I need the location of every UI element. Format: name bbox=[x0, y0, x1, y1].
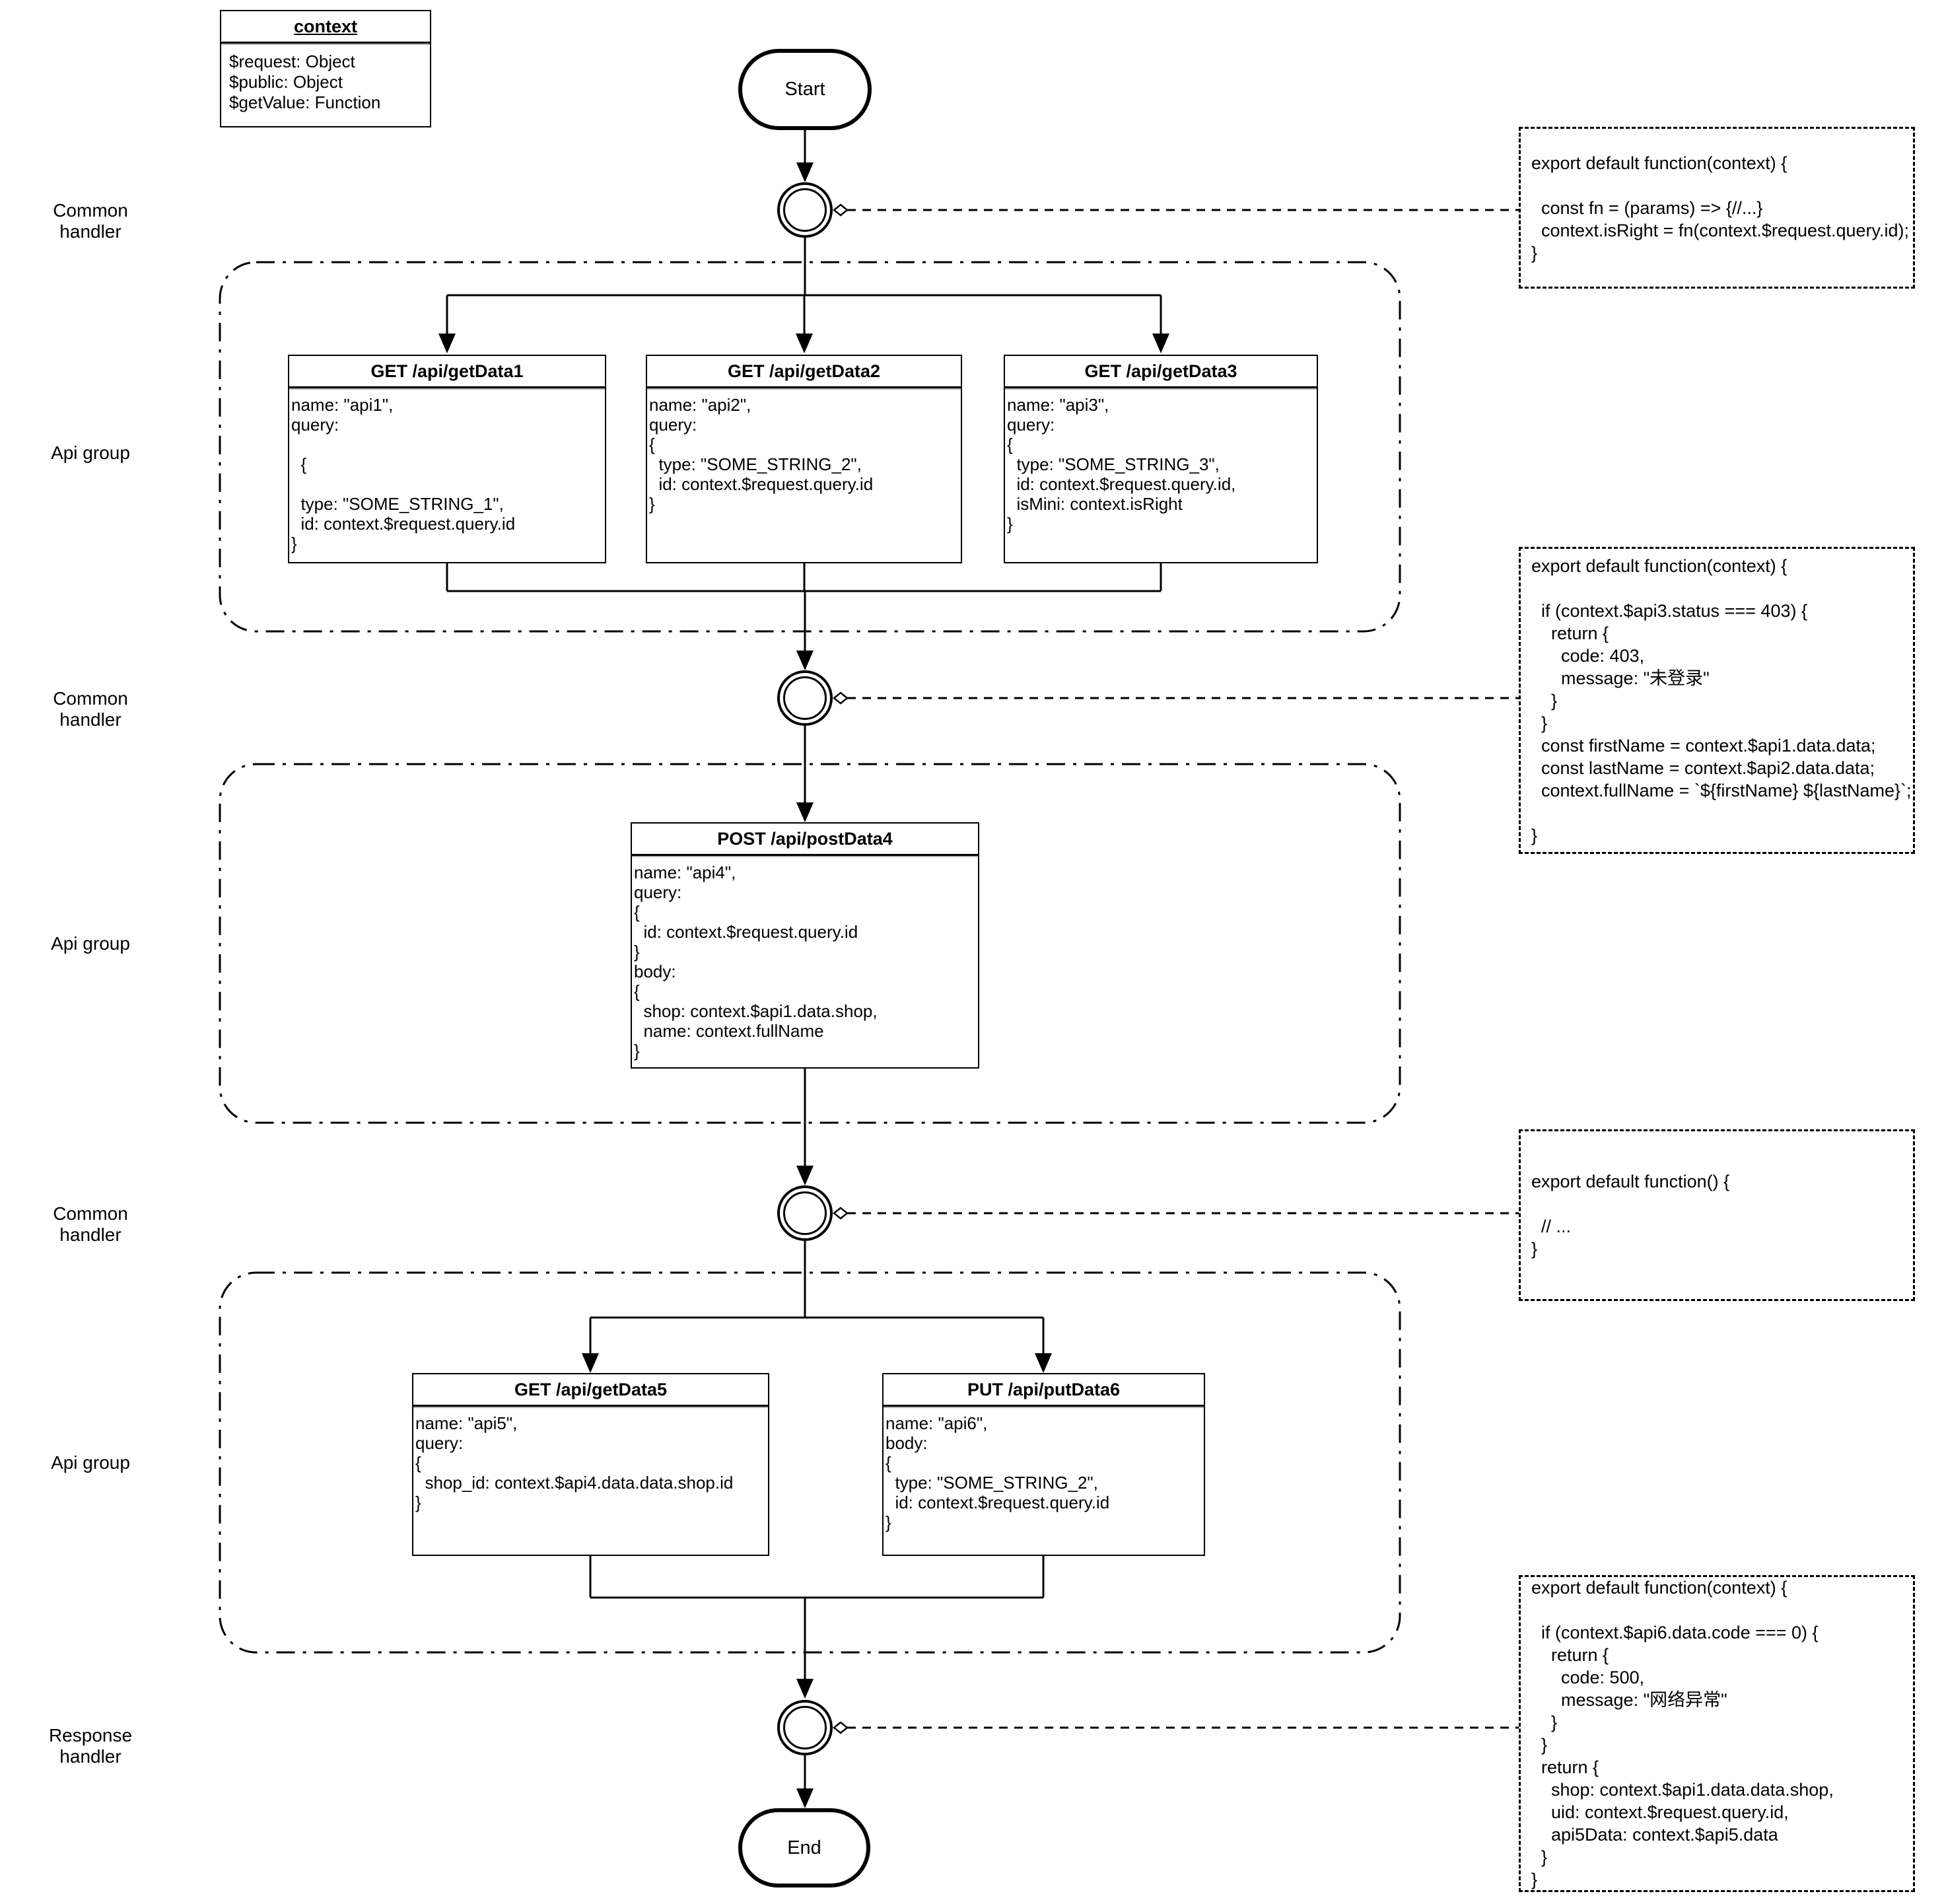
api-group-outline-3 bbox=[219, 1271, 1401, 1654]
handler-code-connectors bbox=[847, 209, 1519, 1729]
api-box-body: name: "api2", query: { type: "SOME_STRIN… bbox=[649, 395, 874, 514]
lane-label-api-group-1: Api group bbox=[51, 442, 130, 463]
api-group-outline-1 bbox=[219, 261, 1401, 633]
context-class-title: context bbox=[221, 11, 430, 44]
api-box-getData5: GET /api/getData5 name: "api5", query: {… bbox=[412, 1373, 769, 1556]
api-box-putData6: PUT /api/putData6 name: "api6", body: { … bbox=[882, 1373, 1205, 1556]
api-box-postData4: POST /api/postData4 name: "api4", query:… bbox=[631, 822, 979, 1069]
context-field: $getValue: Function bbox=[229, 92, 381, 112]
code-box-common-handler-2: export default function(context) { if (c… bbox=[1519, 547, 1915, 854]
context-class-fields: $request: Object $public: Object $getVal… bbox=[221, 44, 430, 113]
api-box-body: name: "api1", query: { type: "SOME_STRIN… bbox=[291, 395, 516, 553]
api-box-getData1: GET /api/getData1 name: "api1", query: {… bbox=[288, 355, 606, 563]
api-group-outline-2 bbox=[219, 763, 1401, 1124]
connector-diamonds bbox=[832, 203, 849, 1734]
lane-label-api-group-3: Api group bbox=[51, 1452, 130, 1473]
context-field: $public: Object bbox=[229, 72, 343, 92]
code-box-response-handler: export default function(context) { if (c… bbox=[1519, 1575, 1915, 1892]
end-node: End bbox=[738, 1808, 870, 1887]
lane-label-common-handler-1: Common handler bbox=[53, 200, 128, 242]
api-box-getData2: GET /api/getData2 name: "api2", query: {… bbox=[646, 355, 962, 563]
api-box-body: name: "api5", query: { shop_id: context.… bbox=[415, 1413, 734, 1512]
event-inner-ring bbox=[783, 1706, 827, 1749]
api-box-title: GET /api/getData1 bbox=[289, 356, 605, 388]
flow-lines bbox=[446, 130, 1162, 1790]
common-handler-event-1 bbox=[777, 182, 833, 238]
arrowheads bbox=[438, 162, 1169, 1808]
code-snippet: export default function(context) { if (c… bbox=[1531, 1578, 1834, 1889]
code-snippet: export default function() { // ... } bbox=[1531, 1172, 1730, 1259]
lane-label-response-handler: Response handler bbox=[48, 1725, 133, 1767]
common-handler-event-3 bbox=[777, 1185, 833, 1241]
api-box-title: GET /api/getData2 bbox=[647, 356, 961, 388]
common-handler-event-2 bbox=[777, 670, 833, 726]
response-handler-event bbox=[777, 1700, 833, 1755]
api-box-title: GET /api/getData3 bbox=[1005, 356, 1317, 388]
api-box-title: GET /api/getData5 bbox=[413, 1374, 768, 1407]
lane-label-common-handler-3: Common handler bbox=[53, 1203, 128, 1245]
start-node: Start bbox=[738, 49, 872, 130]
context-field: $request: Object bbox=[229, 52, 355, 71]
api-box-body: name: "api4", query: { id: context.$requ… bbox=[634, 863, 878, 1061]
api-box-body: name: "api3", query: { type: "SOME_STRIN… bbox=[1007, 395, 1236, 534]
lane-label-common-handler-2: Common handler bbox=[53, 688, 128, 730]
code-box-common-handler-3: export default function() { // ... } bbox=[1519, 1129, 1915, 1301]
api-box-getData3: GET /api/getData3 name: "api3", query: {… bbox=[1004, 355, 1318, 563]
event-inner-ring bbox=[783, 676, 827, 720]
code-snippet: export default function(context) { const… bbox=[1531, 153, 1910, 263]
api-box-title: POST /api/postData4 bbox=[632, 824, 978, 856]
code-snippet: export default function(context) { if (c… bbox=[1531, 555, 1912, 845]
code-box-common-handler-1: export default function(context) { const… bbox=[1519, 127, 1915, 289]
context-class-box: context $request: Object $public: Object… bbox=[220, 10, 431, 127]
lane-label-api-group-2: Api group bbox=[51, 933, 130, 954]
event-inner-ring bbox=[783, 1191, 827, 1235]
event-inner-ring bbox=[783, 188, 827, 232]
api-box-body: name: "api6", body: { type: "SOME_STRING… bbox=[885, 1413, 1110, 1532]
api-box-title: PUT /api/putData6 bbox=[884, 1374, 1204, 1407]
